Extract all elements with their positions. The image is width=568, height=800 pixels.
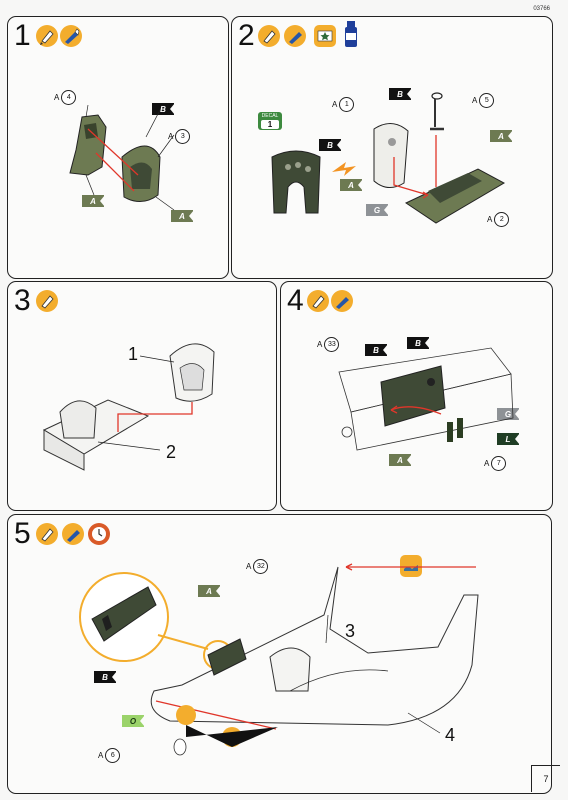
decal-water-icon bbox=[314, 25, 336, 47]
step-5-illustration bbox=[79, 563, 479, 756]
paint-brush-icon bbox=[36, 523, 58, 545]
glue-tube-icon bbox=[62, 523, 84, 545]
color-flag-a: A bbox=[171, 210, 194, 222]
color-flag-a: A bbox=[82, 195, 105, 207]
product-code: 03766 bbox=[533, 6, 550, 12]
color-flag-b: B bbox=[319, 139, 342, 151]
part-label-1: 1 bbox=[128, 344, 139, 364]
color-flag-b: B bbox=[94, 671, 117, 683]
color-flag-b: B bbox=[365, 344, 388, 356]
step-2-illustration bbox=[271, 92, 506, 224]
clock-icon bbox=[88, 523, 110, 545]
color-flag-o: O bbox=[122, 715, 145, 727]
part-label-3: 3 bbox=[345, 621, 356, 641]
color-flag-a: A bbox=[490, 130, 513, 142]
color-flag-a: A bbox=[340, 179, 363, 191]
step-number: 4 bbox=[287, 284, 304, 317]
step-number: 5 bbox=[14, 517, 31, 550]
decal-fluid-icon bbox=[344, 21, 358, 47]
paint-brush-icon bbox=[258, 25, 280, 47]
step-number: 2 bbox=[238, 19, 255, 52]
color-flag-b: B bbox=[152, 103, 175, 115]
color-flag-a: A bbox=[389, 454, 412, 466]
glue-tube-icon bbox=[331, 290, 353, 312]
color-flag-g: G bbox=[366, 204, 389, 216]
paint-brush-icon bbox=[36, 290, 58, 312]
color-flag-l: L bbox=[497, 433, 520, 445]
step-3-panel: 3 1 2 bbox=[7, 281, 277, 511]
paint-brush-icon bbox=[307, 290, 329, 312]
color-flag-a: A bbox=[198, 585, 221, 597]
color-flag-g: G bbox=[497, 408, 520, 420]
glue-tube-icon bbox=[284, 25, 306, 47]
glue-tube-icon bbox=[60, 25, 82, 47]
step-1-illustration bbox=[69, 104, 175, 211]
part-label-4: 4 bbox=[445, 725, 456, 745]
page-number: 7 bbox=[531, 765, 560, 792]
step-number: 1 bbox=[14, 19, 31, 52]
paint-brush-icon bbox=[36, 25, 58, 47]
part-label-2: 2 bbox=[166, 442, 177, 462]
step-number: 3 bbox=[14, 284, 31, 317]
paint-tip-icon bbox=[400, 555, 422, 577]
step-4-illustration bbox=[338, 347, 514, 451]
step-3-illustration bbox=[42, 343, 215, 471]
color-flag-b: B bbox=[407, 337, 430, 349]
color-flag-b: B bbox=[389, 88, 412, 100]
